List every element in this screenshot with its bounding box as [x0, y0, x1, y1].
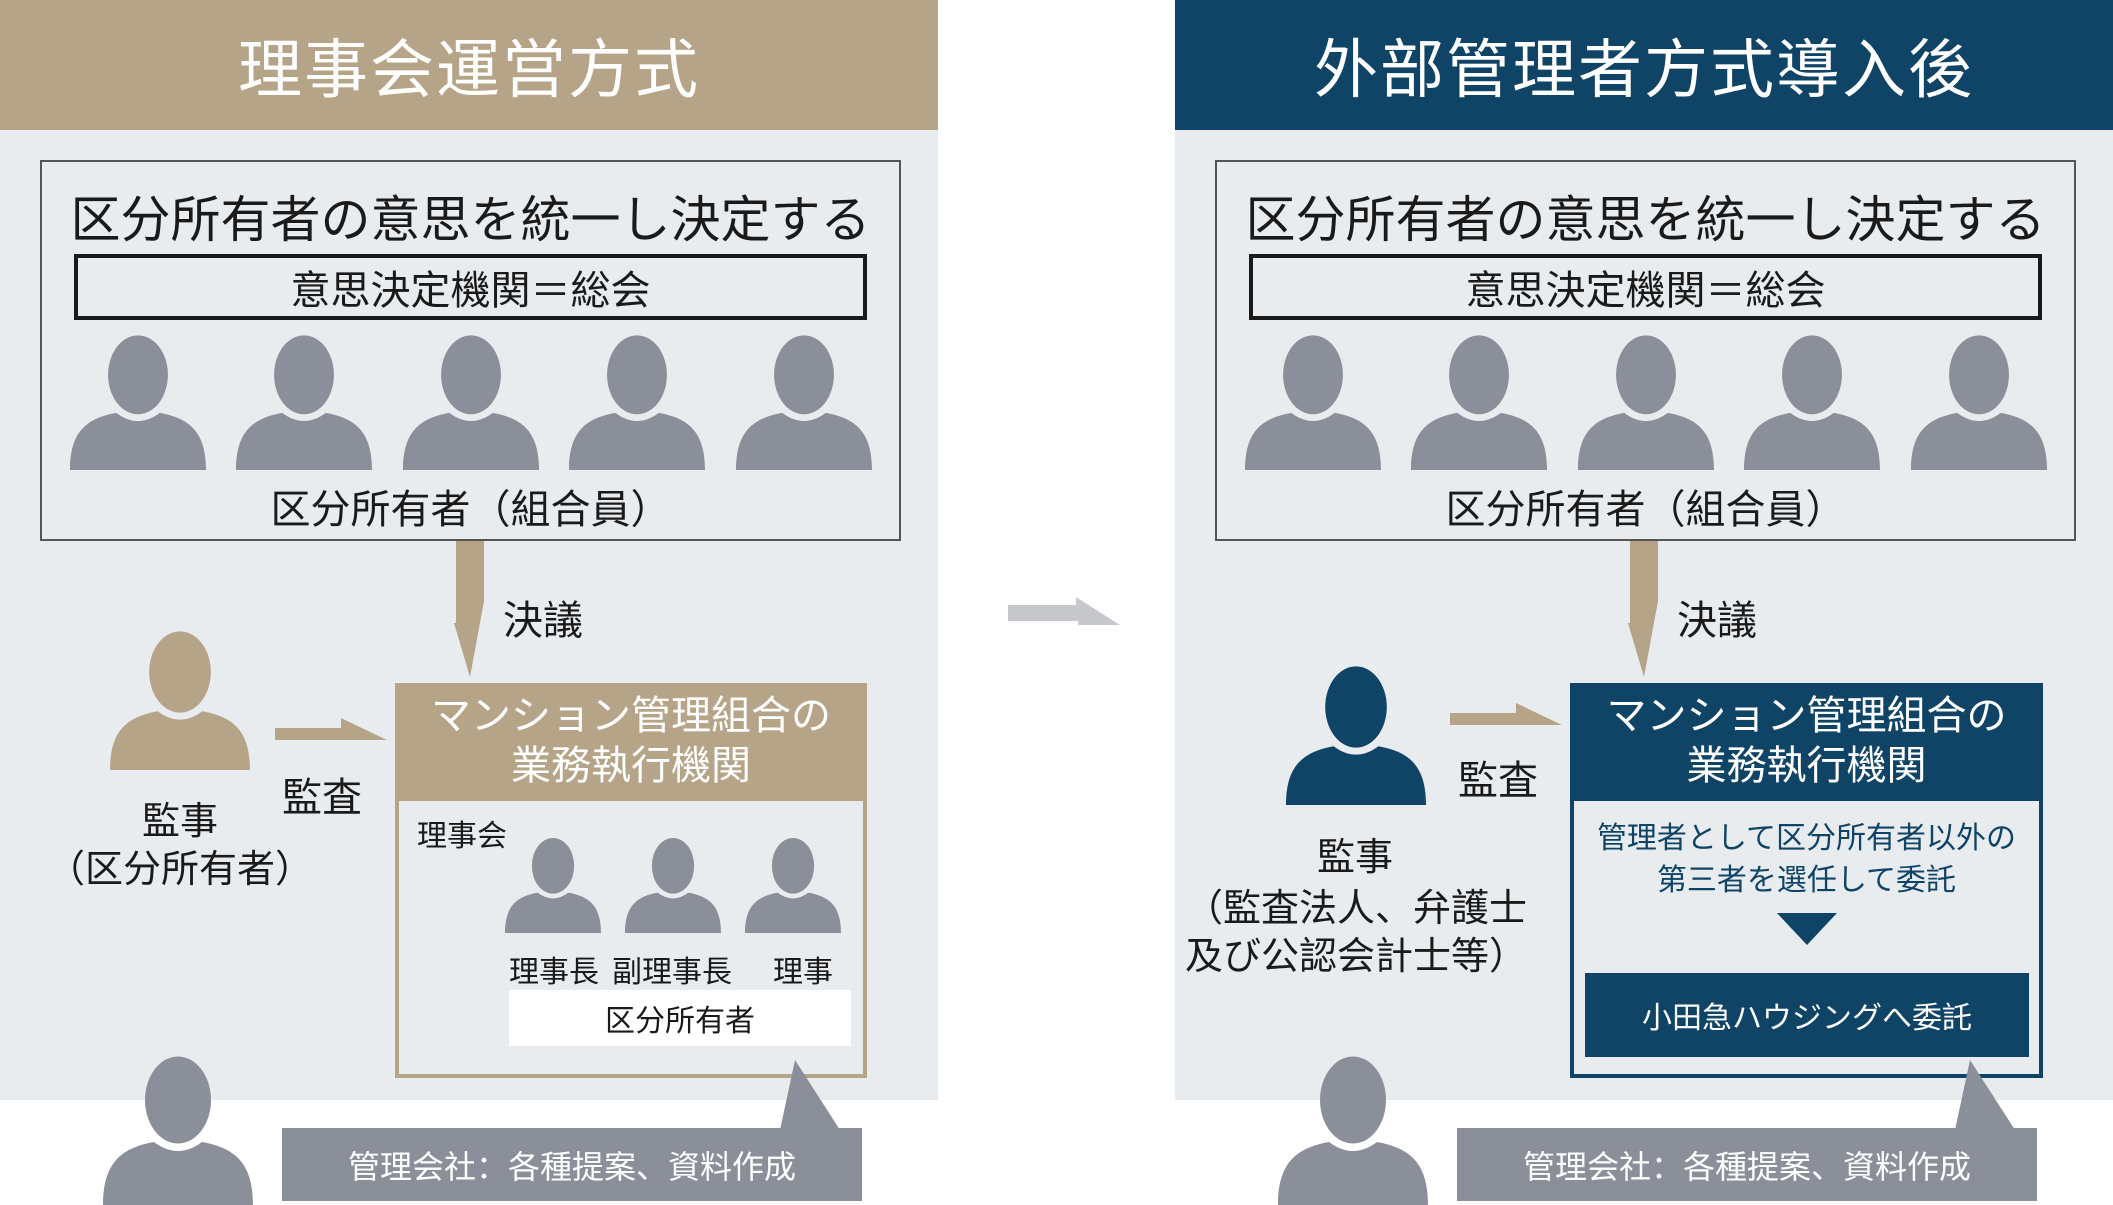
left-auditor-name: 監事 [80, 790, 280, 845]
right-owners-icons [1217, 334, 2074, 474]
right-callout: 管理会社：各種提案、資料作成 [1457, 1128, 2037, 1201]
left-audit-arrow [275, 718, 391, 758]
left-auditor-note: （区分所有者） [40, 838, 320, 893]
right-audit-arrow [1450, 703, 1566, 743]
right-resolution-label: 決議 [1677, 588, 1757, 646]
right-exec-heading-2: 業務執行機関 [1570, 741, 2043, 791]
left-title: 理事会運営方式 [0, 0, 938, 130]
arrow-icon [454, 541, 484, 677]
right-delegate-box: 小田急ハウジングへ委託 [1585, 973, 2029, 1057]
person-icon [110, 631, 250, 770]
right-decision-body: 意思決定機関＝総会 [1466, 258, 1826, 316]
right-delegate-text: 小田急ハウジングへ委託 [1642, 993, 1972, 1037]
person-icon [236, 335, 372, 470]
right-exec-heading: マンション管理組合の 業務執行機関 [1570, 691, 2043, 791]
right-auditor-icon [1286, 665, 1426, 805]
left-decision-box: 意思決定機関＝総会 [74, 254, 867, 320]
right-exec-panel: 管理者として区分所有者以外の 第三者を選任して委託 小田急ハウジングへ委託 [1574, 801, 2039, 1074]
person-icon [103, 1057, 253, 1205]
left-auditor-icon [110, 630, 250, 770]
person-icon [569, 335, 705, 470]
person-icon [70, 335, 206, 470]
person-icon [1578, 335, 1714, 470]
right-exec-text-2: 第三者を選任して委託 [1574, 855, 2039, 899]
person-icon [1911, 335, 2047, 470]
transition-arrow [1008, 597, 1123, 627]
left-owners-icons [42, 334, 899, 474]
right-resolution-arrow [1624, 541, 1664, 681]
left-member-1: 理事長 [509, 947, 599, 991]
left-decision-body: 意思決定機関＝総会 [291, 258, 651, 316]
arrow-icon [1008, 597, 1120, 625]
left-members-note: 区分所有者 [605, 996, 755, 1040]
right-exec-triangle [1777, 913, 1837, 947]
person-icon [1744, 335, 1880, 470]
left-company-icon [103, 1055, 253, 1205]
person-icon [1286, 666, 1426, 805]
left-resolution-label: 決議 [503, 588, 583, 646]
left-resolution-arrow [450, 541, 490, 681]
person-icon [745, 838, 841, 933]
left-exec-heading: マンション管理組合の 業務執行機関 [395, 691, 867, 791]
right-company-icon [1278, 1055, 1428, 1205]
right-exec-box: マンション管理組合の 業務執行機関 管理者として区分所有者以外の 第三者を選任し… [1570, 683, 2043, 1078]
left-board-panel: 理事会 理事長 副理事長 理事 区分所有者 [399, 801, 863, 1074]
left-exec-box: マンション管理組合の 業務執行機関 理事会 理事長 副理事長 理事 区分所有者 [395, 683, 867, 1078]
left-owners-label: 区分所有者（組合員） [42, 477, 899, 535]
left-members-note-box: 区分所有者 [509, 990, 851, 1046]
right-exec-heading-1: マンション管理組合の [1570, 691, 2043, 741]
person-icon [403, 335, 539, 470]
left-owner-heading: 区分所有者の意思を統一し決定する [42, 180, 899, 252]
right-audit-label: 監査 [1458, 748, 1538, 806]
person-icon [1411, 335, 1547, 470]
person-icon [625, 838, 721, 933]
left-member-3: 理事 [773, 947, 833, 991]
right-owner-box: 区分所有者の意思を統一し決定する 意思決定機関＝総会 区分所有者（組合員） [1215, 160, 2076, 541]
arrow-icon [1450, 703, 1562, 725]
person-icon [505, 838, 601, 933]
right-title: 外部管理者方式導入後 [1175, 0, 2113, 130]
left-owner-box: 区分所有者の意思を統一し決定する 意思決定機関＝総会 区分所有者（組合員） [40, 160, 901, 541]
right-auditor-name: 監事 [1255, 826, 1455, 881]
left-audit-label: 監査 [282, 765, 362, 823]
left-board-label: 理事会 [417, 811, 507, 855]
right-exec-text-1: 管理者として区分所有者以外の [1574, 813, 2039, 857]
left-exec-heading-2: 業務執行機関 [395, 741, 867, 791]
arrow-icon [1628, 541, 1658, 677]
arrow-icon [275, 718, 387, 740]
person-icon [1278, 1057, 1428, 1205]
left-exec-heading-1: マンション管理組合の [395, 691, 867, 741]
triangle-down-icon [1777, 913, 1837, 945]
right-decision-box: 意思決定機関＝総会 [1249, 254, 2042, 320]
right-owners-label: 区分所有者（組合員） [1217, 477, 2074, 535]
right-owner-heading: 区分所有者の意思を統一し決定する [1217, 180, 2074, 252]
left-member-2: 副理事長 [612, 947, 732, 991]
person-icon [1245, 335, 1381, 470]
person-icon [736, 335, 872, 470]
right-auditor-note-2: 及び公認会計士等） [1185, 925, 1525, 980]
left-board-icons [505, 837, 845, 937]
right-auditor-note-1: （監査法人、弁護士 [1185, 877, 1525, 932]
left-callout: 管理会社：各種提案、資料作成 [282, 1128, 862, 1201]
